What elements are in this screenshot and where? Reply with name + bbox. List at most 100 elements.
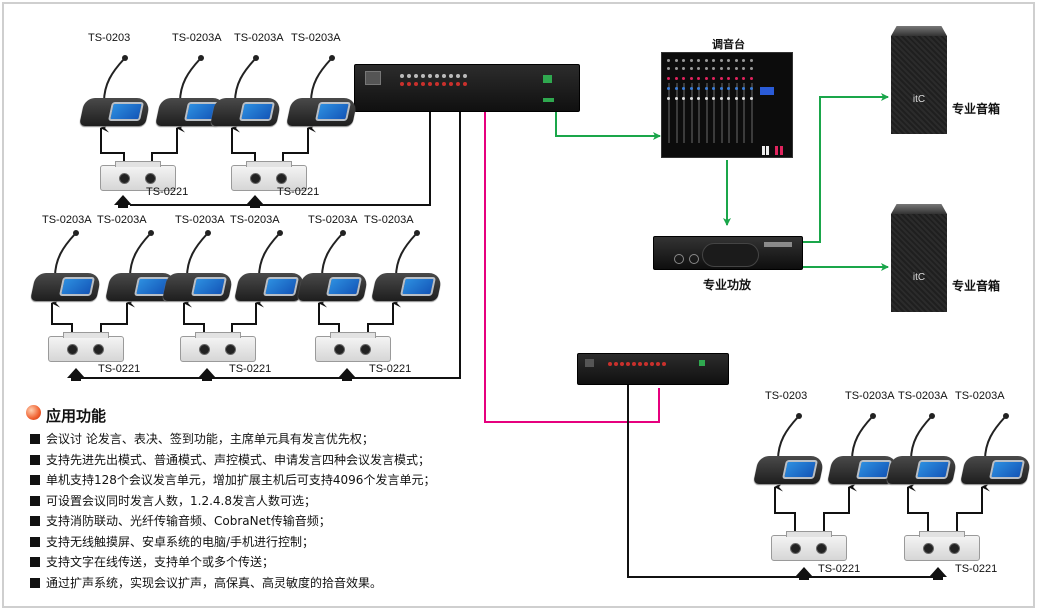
touch-screen bbox=[399, 277, 437, 296]
amp-brand-plate bbox=[764, 242, 792, 247]
unit-model-label: TS-0203A bbox=[175, 214, 225, 226]
cable-group3 bbox=[627, 384, 940, 578]
delegate-unit bbox=[155, 54, 227, 128]
splitter-input-arrows bbox=[67, 195, 947, 580]
square-bullet-icon bbox=[30, 454, 40, 465]
amp-vent bbox=[702, 243, 759, 267]
touch-screen bbox=[238, 102, 276, 121]
xlr-port-icon bbox=[225, 344, 236, 355]
delegate-unit bbox=[297, 229, 369, 303]
microphone-icon bbox=[129, 230, 154, 278]
microphone-icon bbox=[54, 230, 79, 278]
unit-model-label: TS-0203 bbox=[765, 390, 808, 402]
xlr-port-icon bbox=[199, 344, 210, 355]
unit-model-label: TS-0203A bbox=[364, 214, 414, 226]
touch-screen bbox=[914, 460, 952, 479]
square-bullet-icon bbox=[30, 434, 40, 445]
feature-item: 单机支持128个会议发言单元，增加扩展主机后可支持4096个发言单元； bbox=[30, 470, 435, 491]
splitter-model-label: TS-0221 bbox=[955, 563, 998, 575]
unit-model-label: TS-0203A bbox=[845, 390, 895, 402]
square-bullet-icon bbox=[30, 475, 40, 486]
delegate-unit bbox=[960, 412, 1032, 486]
microphone-icon bbox=[984, 413, 1009, 461]
feature-item: 支持文字在线传送，支持单个或多个传送； bbox=[30, 552, 435, 573]
unit-model-label: TS-0203A bbox=[234, 32, 284, 44]
unit-model-label: TS-0203 bbox=[88, 32, 131, 44]
xlr-port-icon bbox=[816, 543, 827, 554]
amp-knob-icon bbox=[674, 254, 684, 264]
xlr-port-icon bbox=[276, 173, 287, 184]
delegate-unit bbox=[286, 54, 358, 128]
splitter-box bbox=[231, 161, 307, 191]
delegate-unit bbox=[827, 412, 899, 486]
splitter-model-label: TS-0221 bbox=[98, 363, 141, 375]
delegate-unit bbox=[371, 229, 443, 303]
diagram-frame bbox=[2, 2, 1035, 608]
touch-screen bbox=[58, 277, 96, 296]
power-socket-icon bbox=[585, 359, 594, 367]
touch-screen bbox=[190, 277, 228, 296]
audio-main-to-mixer bbox=[555, 110, 661, 140]
touch-screen bbox=[314, 102, 352, 121]
splitter-box bbox=[771, 531, 847, 561]
delegate-unit bbox=[30, 229, 102, 303]
square-bullet-icon bbox=[30, 577, 40, 588]
touch-screen bbox=[262, 277, 300, 296]
terminal-block bbox=[699, 360, 705, 366]
terminal-block bbox=[543, 98, 554, 102]
chairman-unit bbox=[753, 412, 825, 486]
touch-screen bbox=[781, 460, 819, 479]
splitter-box bbox=[48, 332, 124, 362]
delegate-unit bbox=[105, 229, 177, 303]
square-bullet-icon bbox=[30, 536, 40, 547]
delegate-unit bbox=[886, 412, 958, 486]
square-bullet-icon bbox=[30, 516, 40, 527]
speaker-top-label: 专业音箱 bbox=[952, 102, 1001, 116]
speaker-logo: itC bbox=[912, 272, 926, 283]
amplifier-label: 专业功放 bbox=[703, 278, 752, 292]
mixer-console bbox=[661, 52, 793, 158]
amp-knob-icon bbox=[689, 254, 699, 264]
feature-item: 可设置会议同时发言人数，1.2.4.8发言人数可选； bbox=[30, 491, 435, 512]
splitter-box bbox=[904, 531, 980, 561]
splitter-model-label: TS-0221 bbox=[277, 186, 320, 198]
microphone-icon bbox=[258, 230, 283, 278]
mixer-label: 调音台 bbox=[712, 38, 745, 51]
xlr-port-icon bbox=[145, 173, 156, 184]
speaker-logo: itC bbox=[912, 94, 926, 105]
xlr-port-icon bbox=[923, 543, 934, 554]
features-title: 应用功能 bbox=[46, 407, 107, 425]
microphone-icon bbox=[910, 413, 935, 461]
rca-jacks-row1 bbox=[400, 74, 467, 78]
speaker-top: itC bbox=[891, 26, 947, 134]
splitter-model-label: TS-0221 bbox=[229, 363, 272, 375]
unit-model-label: TS-0203A bbox=[230, 214, 280, 226]
mixer-display bbox=[760, 87, 774, 95]
speaker-bottom-label: 专业音箱 bbox=[952, 279, 1001, 293]
rca-jacks-row2 bbox=[400, 82, 467, 86]
unit-model-label: TS-0203A bbox=[291, 32, 341, 44]
delegate-unit bbox=[234, 229, 306, 303]
xlr-port-icon bbox=[93, 344, 104, 355]
microphone-icon bbox=[179, 55, 204, 103]
features-list: 会议讨 论发言、表决、签到功能，主席单元具有发言优先权； 支持先进先出模式、普通… bbox=[30, 429, 435, 593]
extension-main-unit bbox=[577, 353, 729, 385]
microphone-icon bbox=[234, 55, 259, 103]
feature-item: 支持消防联动、光纤传输音频、CobraNet传输音频； bbox=[30, 511, 435, 532]
touch-screen bbox=[325, 277, 363, 296]
power-socket-icon bbox=[365, 71, 381, 85]
audio-amp-to-speaker1 bbox=[802, 93, 889, 243]
splitter-model-label: TS-0221 bbox=[146, 186, 189, 198]
xlr-port-icon bbox=[67, 344, 78, 355]
microphone-icon bbox=[310, 55, 335, 103]
feature-item: 会议讨 论发言、表决、签到功能，主席单元具有发言优先权； bbox=[30, 429, 435, 450]
feature-item: 支持先进先出模式、普通模式、声控模式、申请发言四种会议发言模式； bbox=[30, 450, 435, 471]
feature-item: 支持无线触摸屏、安卓系统的电脑/手机进行控制； bbox=[30, 532, 435, 553]
xlr-port-icon bbox=[119, 173, 130, 184]
microphone-icon bbox=[777, 413, 802, 461]
chairman-unit bbox=[79, 54, 151, 128]
xlr-port-icon bbox=[949, 543, 960, 554]
delegate-unit bbox=[210, 54, 282, 128]
microphone-icon bbox=[186, 230, 211, 278]
